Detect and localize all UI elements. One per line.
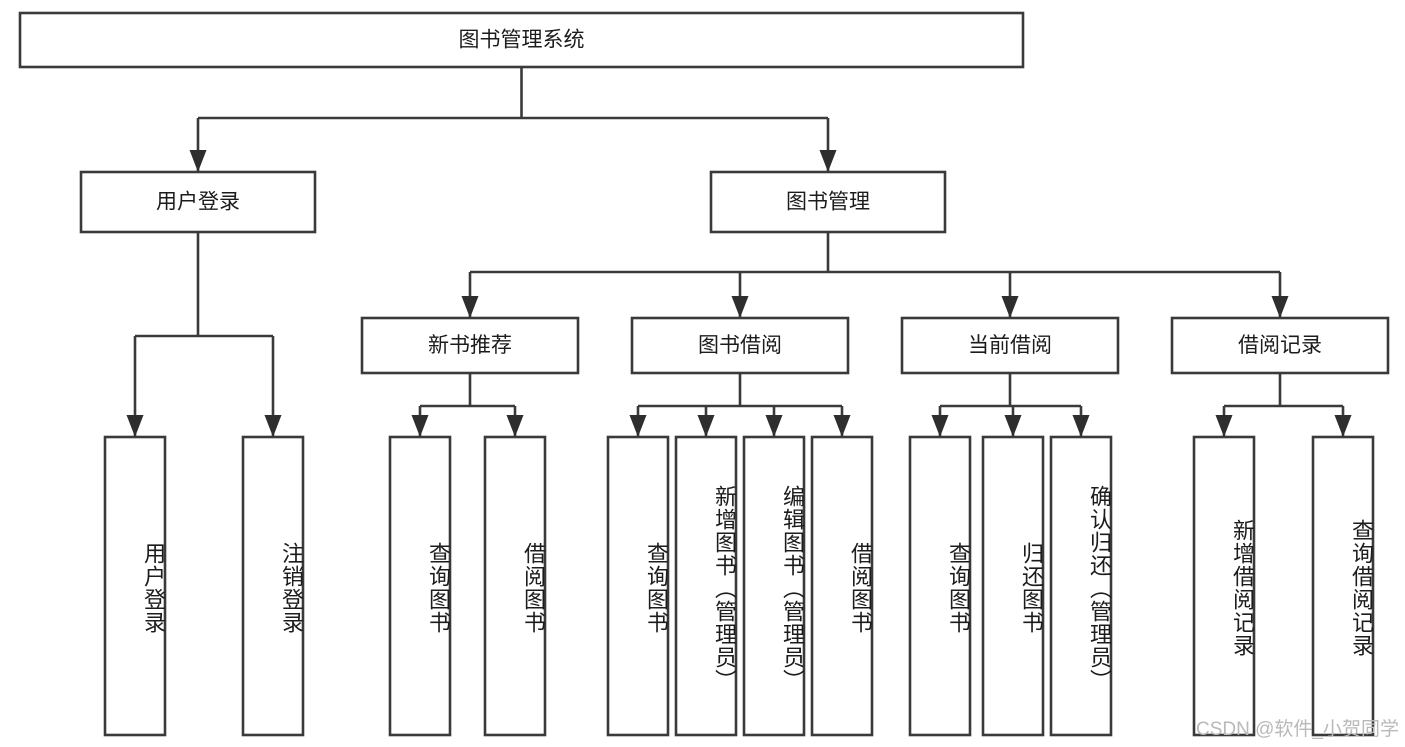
node-box-leaf-cur-confirm[interactable] (1049, 435, 1113, 737)
arrowhead-icon (1334, 415, 1352, 437)
node-box-leaf-user-logout[interactable] (241, 435, 305, 737)
connector-group-root (189, 67, 837, 172)
node-label-root: 图书管理系统 (459, 29, 585, 52)
boxes-layer (18, 11, 1390, 737)
node-label-new-book-rec: 新书推荐 (428, 334, 512, 357)
connector-group-book-manage (461, 232, 1289, 318)
node-box-leaf-rec-add[interactable] (1192, 435, 1256, 737)
connector-group-current-borrow (931, 373, 1090, 437)
arrowhead-icon (1215, 415, 1233, 437)
arrowhead-icon (833, 415, 851, 437)
arrowhead-icon (461, 296, 479, 318)
node-box-book-manage[interactable] (709, 170, 947, 234)
node-box-leaf-borrow-query[interactable] (606, 435, 670, 737)
connector-group-borrow-record (1215, 373, 1352, 437)
node-label-book-manage: 图书管理 (786, 191, 870, 214)
node-box-leaf-rec-borrow[interactable] (483, 435, 547, 737)
arrowhead-icon (189, 150, 207, 172)
node-box-new-book-rec[interactable] (360, 316, 580, 375)
arrowhead-icon (629, 415, 647, 437)
node-box-leaf-cur-query[interactable] (908, 435, 972, 737)
arrowhead-icon (931, 415, 949, 437)
arrowhead-icon (731, 296, 749, 318)
connector-group-user-login (126, 232, 282, 437)
node-box-leaf-borrow-lend[interactable] (810, 435, 874, 737)
arrowhead-icon (264, 415, 282, 437)
arrowhead-icon (697, 415, 715, 437)
node-box-user-login[interactable] (79, 170, 317, 234)
node-box-root[interactable] (18, 11, 1025, 69)
arrowhead-icon (765, 415, 783, 437)
node-label-book-borrow: 图书借阅 (698, 334, 782, 357)
node-box-leaf-user-login[interactable] (103, 435, 167, 737)
arrowhead-icon (1004, 415, 1022, 437)
arrowhead-icon (1271, 296, 1289, 318)
connectors-layer (126, 67, 1352, 437)
node-box-leaf-cur-return[interactable] (981, 435, 1045, 737)
arrowhead-icon (1001, 296, 1019, 318)
node-box-book-borrow[interactable] (630, 316, 850, 375)
node-label-current-borrow: 当前借阅 (968, 334, 1052, 357)
arrowhead-icon (1072, 415, 1090, 437)
node-box-leaf-rec-query[interactable] (388, 435, 452, 737)
arrowhead-icon (411, 415, 429, 437)
arrowhead-icon (126, 415, 144, 437)
connector-group-new-book-rec (411, 373, 524, 437)
watermark-text: CSDN @软件_小贺同学 (1196, 719, 1399, 740)
node-label-user-login: 用户登录 (156, 191, 240, 214)
connector-group-book-borrow (629, 373, 851, 437)
node-box-leaf-borrow-edit[interactable] (742, 435, 806, 737)
node-box-leaf-rec-query2[interactable] (1311, 435, 1375, 737)
node-box-borrow-record[interactable] (1170, 316, 1390, 375)
node-box-leaf-borrow-add[interactable] (674, 435, 738, 737)
node-label-borrow-record: 借阅记录 (1238, 334, 1322, 357)
arrowhead-icon (819, 150, 837, 172)
node-box-current-borrow[interactable] (900, 316, 1120, 375)
arrowhead-icon (506, 415, 524, 437)
